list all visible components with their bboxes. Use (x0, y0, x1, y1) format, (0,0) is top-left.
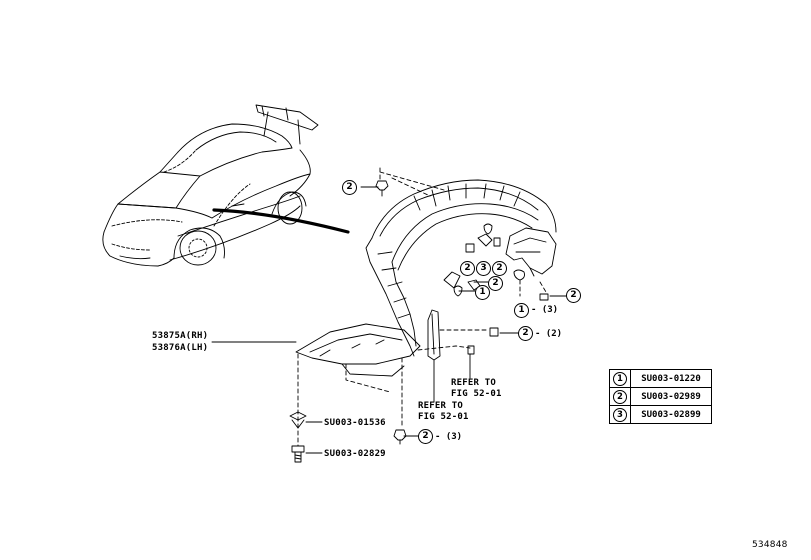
fastener-code-screw: SU003-02829 (324, 449, 386, 459)
legend-row: 3 SU003-02899 (609, 405, 712, 424)
callout-3-cluster: 3 (476, 261, 491, 276)
clip-01536 (289, 411, 307, 429)
fender-liner (295, 179, 557, 377)
legend-row: 2 SU003-02989 (609, 387, 712, 406)
callout-2-lower-qty: - (2) (535, 329, 563, 339)
bolt-top (375, 180, 389, 197)
fastener-code-clip: SU003-01536 (324, 418, 386, 428)
legend-number: 3 (613, 407, 627, 422)
callout-2-cluster-b: 2 (492, 261, 507, 276)
callout-1-right: 1 (514, 303, 529, 318)
legend-code: SU003-02899 (630, 405, 712, 424)
refer-note-b-line2: FIG 52-01 (418, 412, 469, 422)
part-label-rh: 53875A(RH) (152, 331, 209, 341)
callout-2-cluster-a: 2 (460, 261, 475, 276)
refer-note-b-line1: REFER TO (418, 401, 463, 411)
refer-note-a-line1: REFER TO (451, 378, 496, 388)
callout-2-bottom: 2 (418, 429, 433, 444)
clip-cluster (453, 223, 549, 355)
callout-2-bottom-qty: - (3) (435, 432, 463, 442)
legend-code: SU003-02989 (630, 387, 712, 406)
callout-2-mid: 2 (488, 276, 503, 291)
callout-2-right: 2 (566, 288, 581, 303)
figure-id: 534848 (752, 540, 788, 550)
legend-table: 1 SU003-01220 2 SU003-02989 3 SU003-0289… (609, 369, 712, 424)
refer-note-a-line2: FIG 52-01 (451, 389, 502, 399)
callout-2-lower: 2 (518, 326, 533, 341)
callout-2-top: 2 (342, 180, 357, 195)
car-illustration (102, 104, 350, 267)
legend-number: 1 (613, 371, 627, 386)
callout-1-right-qty: - (3) (531, 305, 559, 315)
fasteners (289, 180, 549, 463)
legend-number: 2 (613, 389, 627, 404)
part-label-lh: 53876A(LH) (152, 343, 209, 353)
leader-lines (211, 167, 567, 454)
bolt-bottom (393, 429, 407, 445)
legend-row: 1 SU003-01220 (609, 369, 712, 388)
legend-code: SU003-01220 (630, 369, 712, 388)
callout-1-mid: 1 (475, 285, 490, 300)
screw-02829 (291, 445, 305, 463)
